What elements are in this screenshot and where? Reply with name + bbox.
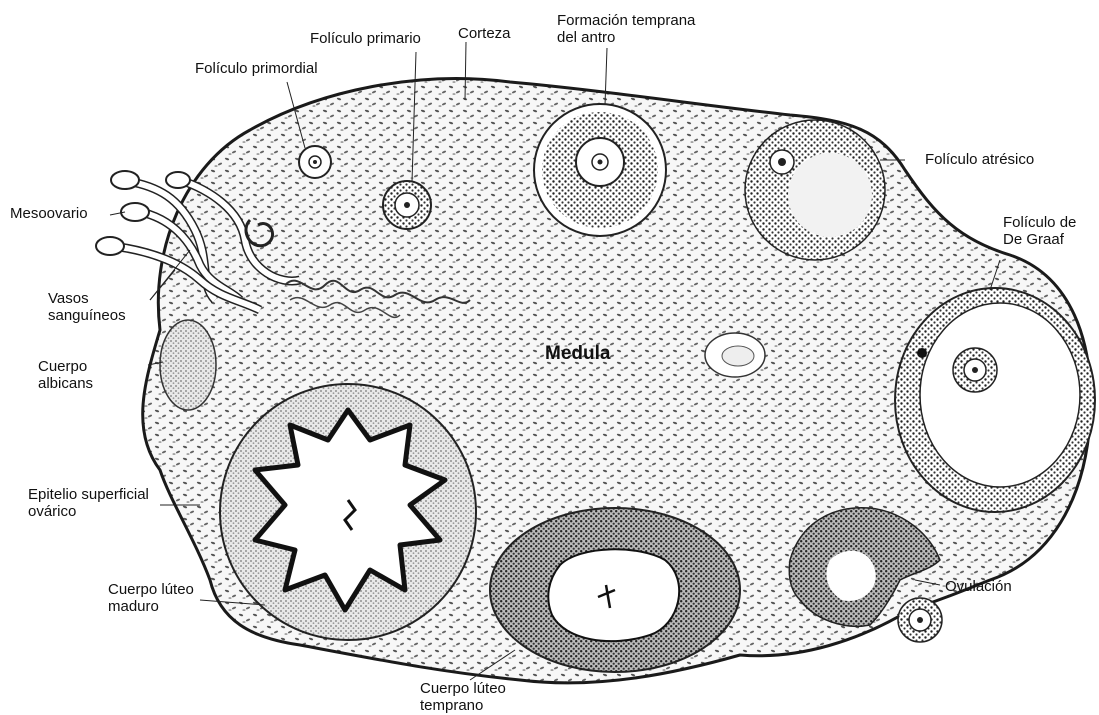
label-epitelio-superficial: Epitelio superficial ovárico [28, 486, 149, 520]
label-foliculo-primordial: Folículo primordial [195, 60, 318, 77]
label-formacion-antro: Formación temprana del antro [557, 12, 695, 46]
corpus-albicans [160, 320, 216, 410]
label-foliculo-graaf: Folículo de De Graaf [1003, 214, 1076, 248]
label-cuerpo-albicans: Cuerpo albicans [38, 358, 93, 392]
label-mesoovario: Mesoovario [10, 205, 88, 222]
label-foliculo-atresico: Folículo atrésico [925, 151, 1034, 168]
label-foliculo-primario: Folículo primario [310, 30, 421, 47]
label-corteza: Corteza [458, 25, 511, 42]
label-ovulacion: Ovulación [945, 578, 1012, 595]
label-cuerpo-luteo-temprano: Cuerpo lúteo temprano [420, 680, 506, 714]
label-cuerpo-luteo-maduro: Cuerpo lúteo maduro [108, 581, 194, 615]
label-vasos-sanguineos: Vasos sanguíneos [48, 290, 126, 324]
label-medula: Medula [545, 345, 610, 362]
